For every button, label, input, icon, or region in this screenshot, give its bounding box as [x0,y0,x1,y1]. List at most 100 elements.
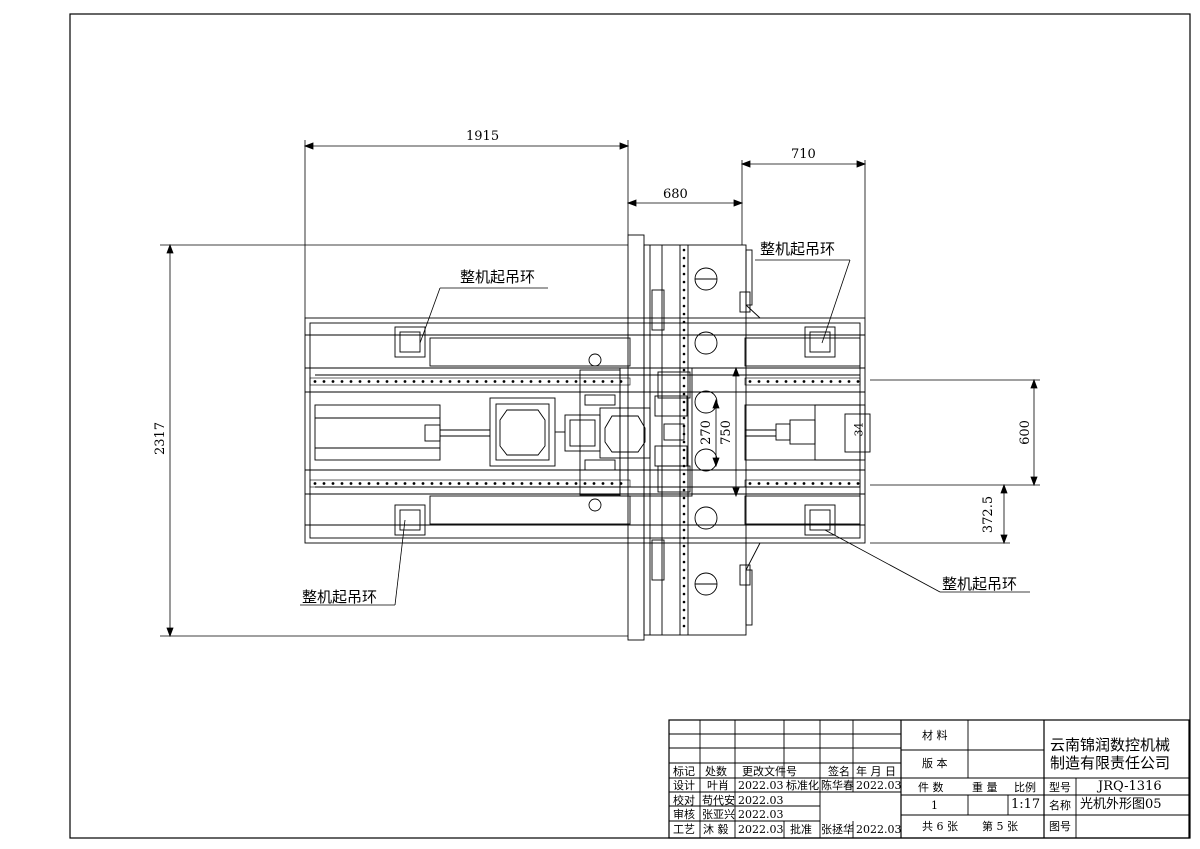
bolt-hole [682,528,686,532]
bolt-hole [448,482,452,485]
right-head [745,404,871,461]
bolt-hole [421,482,425,485]
bolt-hole [682,624,686,628]
tb-check: 校对 [673,794,695,807]
bolt-hole [430,380,434,383]
tb-change-doc: 更改文件号 [742,765,797,778]
bolt-hole [403,380,407,383]
bolt-hole [448,380,452,383]
callout-lifting-ring-top-right: 整机起吊环 [760,240,836,258]
bolt-hole [502,482,506,485]
bolt-hole [847,482,851,485]
bolt-hole [538,380,542,383]
bolt-hole [592,482,596,485]
bolt-hole [475,482,479,485]
bolt-hole [349,482,353,485]
dim-2317: 2317 [153,421,169,456]
tb-name-label: 名称 [1049,799,1071,812]
bolt-hole [529,482,533,485]
bolt-hole [331,380,335,383]
bolt-hole [421,380,425,383]
bolt-hole [493,380,497,383]
bolt-hole [322,380,326,383]
gantry [627,234,761,641]
bolt-hole [847,380,851,383]
bolt-hole [574,380,578,383]
tb-drawing-no-label: 图号 [1049,820,1071,833]
bolt-hole [682,344,686,348]
tb-sign: 签名 [828,765,850,778]
left-head [424,397,565,467]
bolt-hole [856,482,860,485]
callout-lifting-ring-bottom-left: 整机起吊环 [302,588,378,606]
bolt-hole [412,380,416,383]
bolt-hole [682,456,686,460]
bolt-hole [367,482,371,485]
bolt-hole [682,328,686,332]
bolt-hole [610,380,614,383]
tb-review-date: 2022.03 [738,808,784,821]
bolt-hole [367,380,371,383]
bolt-hole [340,482,344,485]
rail-holes [309,377,861,488]
bolt-hole [439,482,443,485]
gantry-circles [694,267,718,596]
bolt-hole [430,482,434,485]
bolt-hole [556,380,560,383]
tb-pieces-val: 1 [931,799,938,812]
tb-reviewer: 张亚兴 [702,808,735,821]
bolt-hole [565,380,569,383]
tb-process: 工艺 [673,823,695,836]
bolt-hole [682,616,686,620]
bolt-hole [376,482,380,485]
bolt-hole [682,472,686,476]
bolt-hole [682,280,686,284]
tb-sheets-total: 共 6 张 [922,820,958,833]
tb-ratio-val: 1:17 [1011,797,1041,812]
bolt-hole [856,380,860,383]
tb-date-hdr: 年 月 日 [856,765,896,778]
tb-company-line1: 云南锦润数控机械 [1050,736,1171,754]
bolt-hole [766,380,770,383]
bolt-hole [682,408,686,412]
bolt-hole [376,380,380,383]
bolt-hole [775,380,779,383]
bolt-hole [682,384,686,388]
bolt-hole [349,380,353,383]
bolt-hole [457,380,461,383]
tb-weight: 重 量 [972,781,998,794]
bolt-hole [538,482,542,485]
tb-count: 处数 [705,765,727,778]
bolt-hole [682,552,686,556]
bolt-hole [811,482,815,485]
lifting-ring-boxes [394,326,836,536]
bolt-hole [682,296,686,300]
bolt-hole [802,380,806,383]
bolt-hole [475,380,479,383]
bolt-hole [529,380,533,383]
bolt-hole [748,380,752,383]
bolt-hole [493,482,497,485]
bolt-hole [511,380,515,383]
dim-372-5: 372.5 [981,495,997,534]
tb-approver: 张拯华 [821,823,854,836]
tb-company-line2: 制造有限责任公司 [1050,754,1171,772]
bolt-hole [829,482,833,485]
bolt-hole [682,440,686,444]
tb-mark: 标记 [673,765,695,778]
drawing-frame [69,13,1191,839]
bolt-hole [565,482,569,485]
bolt-hole [682,576,686,580]
tb-approve: 批准 [790,823,812,836]
bolt-hole [757,380,761,383]
bolt-hole [829,380,833,383]
tb-review: 审核 [673,808,695,821]
bolt-hole [385,482,389,485]
bolt-hole [484,482,488,485]
bolt-hole [766,482,770,485]
bolt-hole [820,380,824,383]
bolt-hole [322,482,326,485]
title-block-grid [668,719,1190,839]
callout-lifting-ring-top-left: 整机起吊环 [460,268,536,286]
tb-standard-by: 陈华春 [821,779,854,792]
